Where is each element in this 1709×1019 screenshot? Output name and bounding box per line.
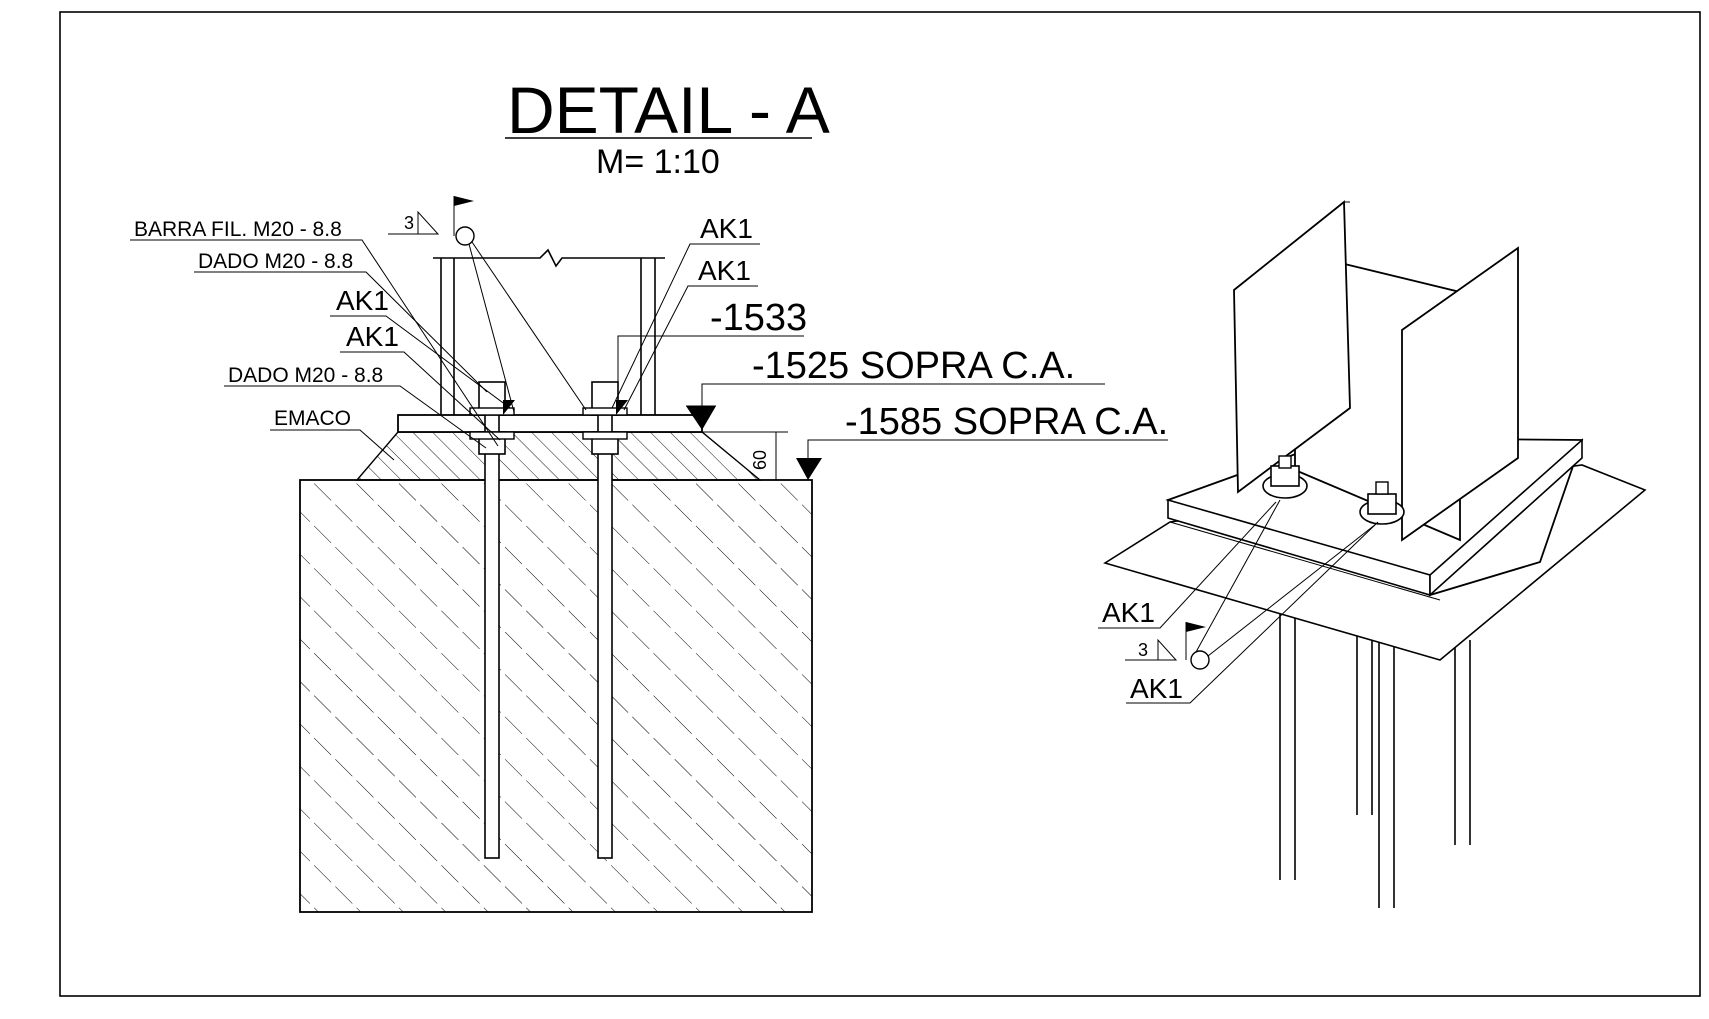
anchor-bar-right bbox=[597, 399, 613, 859]
detail-scale: M= 1:10 bbox=[596, 143, 720, 181]
detail-title: DETAIL - A bbox=[507, 73, 830, 147]
iso-weld-flag bbox=[1186, 622, 1206, 632]
weld-flag-section bbox=[454, 196, 474, 206]
washer-right-top bbox=[582, 407, 628, 416]
level-1533: -1533 bbox=[710, 297, 807, 339]
section-view bbox=[299, 248, 813, 913]
grout-bed bbox=[355, 431, 762, 481]
sheet-border bbox=[59, 11, 1701, 997]
level-1525: -1525 SOPRA C.A. bbox=[752, 345, 1075, 387]
dimension-60: 60 bbox=[750, 450, 770, 470]
iso-rod-left bbox=[1278, 455, 1292, 469]
iso-flange-left bbox=[1233, 200, 1351, 494]
washer-right-bottom bbox=[582, 431, 628, 440]
anchor-bar-left bbox=[484, 399, 500, 859]
iso-base-plate-side bbox=[1429, 438, 1583, 597]
iso-nut-right bbox=[1367, 493, 1397, 515]
label-ak1-right-top: AK1 bbox=[700, 213, 753, 244]
iso-label-ak1-lower: AK1 bbox=[1130, 673, 1183, 704]
label-barra: BARRA FIL. M20 - 8.8 bbox=[134, 218, 342, 241]
iso-nut-left bbox=[1270, 465, 1300, 487]
weld-size-section: 3 bbox=[404, 213, 414, 233]
iso-leaders: AK1 3 AK1 bbox=[1098, 499, 1379, 704]
iso-label-ak1-upper: AK1 bbox=[1102, 597, 1155, 628]
label-ak1-right-second: AK1 bbox=[698, 255, 751, 286]
iso-flange-right bbox=[1401, 246, 1519, 542]
concrete-block bbox=[299, 479, 813, 913]
label-dado-top: DADO M20 - 8.8 bbox=[198, 250, 353, 273]
iso-weld-all-around bbox=[1190, 650, 1210, 670]
section-leaders: BARRA FIL. M20 - 8.8 DADO M20 - 8.8 AK1 … bbox=[130, 196, 587, 461]
column-break-line bbox=[433, 248, 665, 268]
right-leaders: AK1 AK1 -1533 -1525 SOPRA C.A. -1585 SOP… bbox=[611, 213, 1168, 481]
isometric-view bbox=[1103, 200, 1647, 908]
level-marker-1585 bbox=[796, 458, 822, 480]
label-ak1-a: AK1 bbox=[336, 285, 389, 316]
weld-all-around-section bbox=[455, 226, 475, 246]
level-marker-1525 bbox=[686, 406, 716, 430]
label-dado-bottom: DADO M20 - 8.8 bbox=[228, 364, 383, 387]
iso-rod-right bbox=[1375, 481, 1389, 495]
weld-mark-right bbox=[616, 400, 628, 415]
label-emaco: EMACO bbox=[274, 407, 351, 430]
iso-weld-size: 3 bbox=[1138, 640, 1148, 660]
label-ak1-b: AK1 bbox=[346, 321, 399, 352]
level-1585: -1585 SOPRA C.A. bbox=[845, 401, 1168, 443]
